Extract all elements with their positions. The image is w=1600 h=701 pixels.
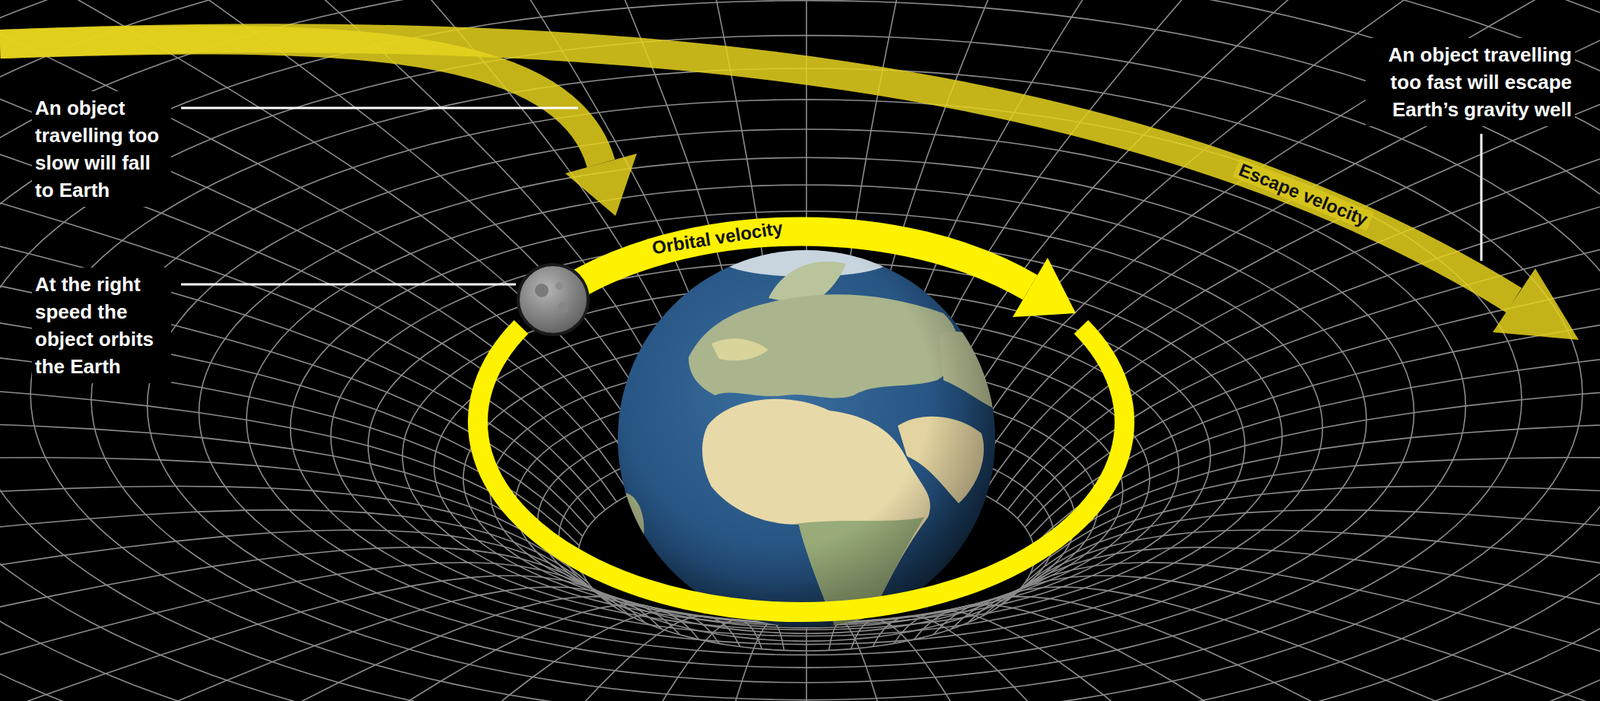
- grid-line: [0, 597, 680, 701]
- grid-line: [0, 0, 646, 488]
- grid-line: [0, 510, 596, 701]
- escape-trajectory: [0, 38, 1579, 341]
- grid-line: [330, 236, 1282, 637]
- trajectory-arrows: [0, 39, 637, 217]
- moon-crater: [555, 282, 564, 290]
- grid-line: [1017, 0, 1600, 519]
- fall-arrowhead: [565, 153, 637, 217]
- earth-shading: [617, 250, 996, 628]
- grid-line: [967, 575, 1600, 701]
- grid-line: [0, 0, 630, 495]
- grid-line: [290, 211, 1324, 646]
- moon: [518, 264, 589, 335]
- grid-line: [828, 622, 1111, 701]
- grid-line: [502, 622, 785, 701]
- grid-line: [0, 35, 1600, 701]
- earth: [617, 243, 999, 632]
- escape-arrow: [0, 38, 1515, 301]
- grid-line: [995, 0, 1600, 503]
- callout-text: An object travelling too fast will escap…: [1365, 38, 1575, 127]
- grid-line: [995, 547, 1600, 701]
- grid-line: [913, 604, 1600, 701]
- grid-line: [0, 604, 700, 701]
- grid-line: [0, 0, 719, 468]
- grid-line: [913, 0, 1600, 471]
- grid-line: [851, 620, 1413, 701]
- grid-line: [0, 530, 605, 701]
- callout-text: An object travelling too slow will fall …: [31, 91, 172, 207]
- moon-crater: [534, 283, 549, 298]
- grid-line: [805, 623, 808, 701]
- grid-line: [0, 547, 618, 701]
- grid-line: [0, 0, 700, 471]
- grid-line: [982, 0, 1600, 495]
- escape-arrowhead: [1492, 268, 1579, 341]
- grid-line: [0, 611, 719, 701]
- grid-line: [1024, 0, 1600, 528]
- grid-line: [0, 575, 646, 701]
- grid-line: [967, 0, 1600, 488]
- callout-text: At the right speed the object orbits the…: [31, 267, 172, 384]
- grid-line: [0, 486, 589, 701]
- grid-line: [0, 0, 680, 476]
- grid-line: [0, 617, 741, 701]
- grid-line: [872, 617, 1600, 701]
- grid-line: [893, 0, 1600, 468]
- grid-line: [1017, 510, 1600, 701]
- grid-line: [951, 0, 1600, 482]
- orbit-ring: [477, 327, 1125, 613]
- grid-line: [982, 563, 1600, 701]
- grid-line: [1008, 0, 1600, 511]
- grid-line: [0, 0, 618, 503]
- leader-line: [181, 107, 579, 110]
- grid-line: [0, 0, 662, 482]
- grid-line: [246, 184, 1367, 656]
- leader-line: [181, 283, 516, 287]
- orbital-arrowhead: [1012, 257, 1076, 318]
- leader-line: [1480, 133, 1483, 261]
- grid-line: [893, 611, 1600, 701]
- earth-ocean: [617, 250, 996, 628]
- orbital-velocity-arrow: [553, 231, 1031, 300]
- grid-line: [0, 0, 605, 511]
- grid-line: [0, 563, 630, 701]
- grid-line: [199, 157, 1415, 668]
- grid-line: [933, 597, 1600, 701]
- moon-crater: [557, 302, 569, 314]
